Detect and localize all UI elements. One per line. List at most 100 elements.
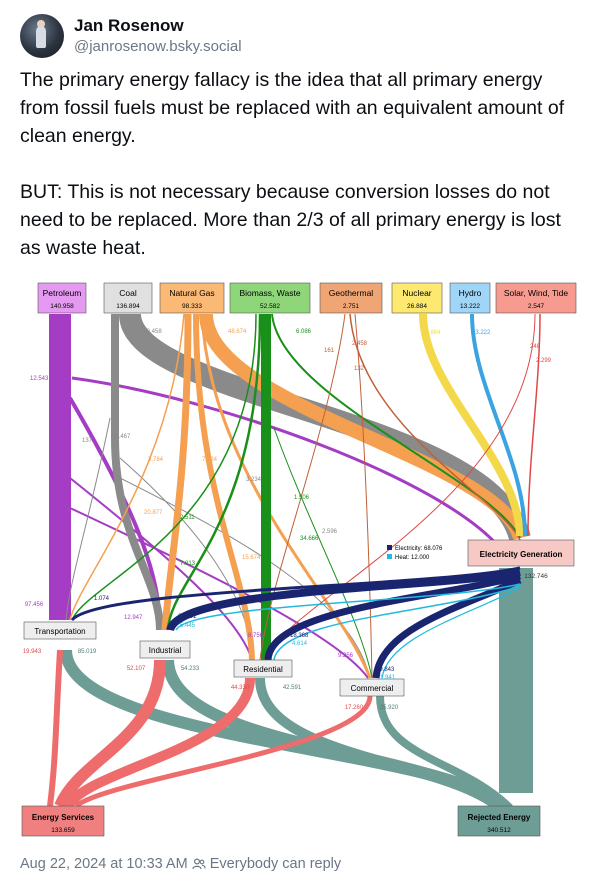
flow-value-label: 15.674 <box>242 555 261 561</box>
flow-coal-commercial <box>119 477 371 679</box>
sankey-diagram: Petroleum 140.958 Coal 136.894 Natural G… <box>21 282 577 837</box>
avatar-figure <box>36 26 46 48</box>
flow-biomass-commercial <box>273 427 373 679</box>
avatar-head <box>37 20 45 28</box>
flow-industrial-services <box>54 659 166 809</box>
node-industrial-label: Industrial <box>149 646 182 655</box>
sankey-image[interactable]: Petroleum 140.958 Coal 136.894 Natural G… <box>20 278 580 843</box>
node-rejected-energy-label: Rejected Energy <box>468 813 531 822</box>
flow-value-label: 12.543 <box>30 376 49 382</box>
flow-coal-industrial <box>111 314 164 631</box>
author-name[interactable]: Jan Rosenow <box>74 16 184 35</box>
source-biomass-label: Biomass, Waste <box>239 288 300 298</box>
flow-value-label: 100.458 <box>140 329 162 335</box>
source-geothermal-value: 2.751 <box>343 303 360 310</box>
node-industrial: Industrial 52.107 54.233 <box>127 640 200 672</box>
flow-value-label: 161 <box>324 348 335 354</box>
source-natural-gas: Natural Gas 98.333 <box>159 282 225 314</box>
source-petroleum-label: Petroleum <box>43 288 82 298</box>
source-natural-gas-label: Natural Gas <box>169 288 214 298</box>
source-solar-value: 2.547 <box>528 303 545 310</box>
flow-value-label: 30.467 <box>112 434 131 440</box>
flow-value-label: 34.666 <box>300 536 319 542</box>
flow-value-label: 12.947 <box>124 615 143 621</box>
flow-geothermal-electricity <box>349 313 521 541</box>
flow-electricity-residential <box>264 572 521 661</box>
post-timestamp[interactable]: Aug 22, 2024 at 10:33 AM <box>20 856 188 872</box>
source-nuclear: Nuclear 26.884 <box>391 282 443 314</box>
source-nuclear-label: Nuclear <box>402 288 431 298</box>
source-hydro: Hydro 13.222 <box>449 282 491 314</box>
source-natural-gas-value: 98.333 <box>182 303 202 310</box>
node-residential: Residential 44.330 42.591 <box>231 659 302 691</box>
flow-value-label: 48.674 <box>228 329 247 335</box>
post-header: Jan Rosenow @janrosenow.bsky.social <box>20 14 580 58</box>
flow-solar-electricity <box>527 313 541 537</box>
node-transportation-in: 97.456 <box>25 602 44 608</box>
flow-value-label: 18.368 <box>290 633 309 639</box>
node-industrial-rejected: 54.233 <box>181 666 200 672</box>
flow-value-label: 28.791 <box>178 614 197 620</box>
node-transportation-label: Transportation <box>34 627 85 636</box>
source-nuclear-value: 26.884 <box>407 303 427 310</box>
node-electricity-generation: Electricity Generation 132.746 <box>467 539 575 580</box>
flow-value-label: 7.924 <box>202 457 218 463</box>
people-icon <box>192 858 206 874</box>
flow-commercial-services <box>74 695 373 809</box>
node-transportation-rejected: 85.019 <box>78 649 97 655</box>
flow-value-label: 20.877 <box>144 510 163 516</box>
flow-value-label: 26.884 <box>422 330 441 336</box>
post-paragraph-2: BUT: This is not necessary because conve… <box>20 181 561 259</box>
node-energy-services-value: 133.659 <box>51 827 75 834</box>
flow-gas-electricity <box>199 313 527 541</box>
legend-electricity: Electricity: 68.076 <box>395 546 443 552</box>
node-commercial-label: Commercial <box>351 684 394 693</box>
source-geothermal: Geothermal 2.751 <box>319 282 383 314</box>
reply-setting[interactable]: Everybody can reply <box>209 856 342 872</box>
flow-electricity-industrial <box>166 568 521 632</box>
legend-heat: Heat: 12.000 <box>395 555 430 561</box>
source-solar-label: Solar, Wind, Tide <box>504 288 569 298</box>
node-commercial: Commercial 17.260 25.920 <box>339 678 405 711</box>
node-transportation-services: 19.943 <box>23 649 42 655</box>
source-coal-value: 136.894 <box>116 303 140 310</box>
source-petroleum-value: 140.958 <box>50 303 74 310</box>
node-residential-rejected: 42.591 <box>283 685 302 691</box>
legend-heat-swatch <box>387 554 392 559</box>
flow-coal-transport <box>65 417 111 621</box>
chart-legend: Electricity: 68.076 Heat: 12.000 <box>387 545 443 561</box>
flow-value-label: 8.756 <box>248 633 264 639</box>
post-text: The primary energy fallacy is the idea t… <box>20 66 576 290</box>
source-hydro-label: Hydro <box>459 288 482 298</box>
flow-petroleum-residential <box>69 477 253 661</box>
node-residential-label: Residential <box>243 665 283 674</box>
flow-value-label: 4.614 <box>292 641 308 647</box>
node-transportation: Transportation 97.456 19.943 85.019 <box>23 602 97 655</box>
flow-value-label: 248 <box>530 344 541 350</box>
flow-geothermal-residential <box>259 313 346 661</box>
source-petroleum: Petroleum 140.958 <box>37 282 87 314</box>
source-coal-label: Coal <box>119 288 137 298</box>
flow-value-label: 2.458 <box>352 341 368 347</box>
flow-biomass-industrial <box>166 313 262 631</box>
source-coal: Coal 136.894 <box>103 282 153 314</box>
node-electricity-out: 132.746 <box>524 573 548 580</box>
flow-petroleum-electricity <box>71 376 502 549</box>
flow-value-label: 1.506 <box>294 495 310 501</box>
flow-gas-transport <box>69 313 185 621</box>
flow-gas-residential <box>193 313 255 661</box>
node-rejected-energy-value: 340.512 <box>487 827 511 834</box>
author-handle[interactable]: @janrosenow.bsky.social <box>74 38 242 55</box>
legend-electricity-swatch <box>387 545 392 550</box>
source-biomass-value: 52.582 <box>260 303 280 310</box>
node-industrial-services: 52.107 <box>127 666 146 672</box>
node-energy-services: Energy Services 133.659 <box>21 805 105 837</box>
flow-value-label: 2.511 <box>180 515 195 521</box>
flow-value-label: 5.445 <box>180 623 196 629</box>
post-footer: Aug 22, 2024 at 10:33 AM Everybody can r… <box>20 856 341 874</box>
flow-biomass-electricity <box>271 313 521 539</box>
avatar[interactable] <box>20 14 64 58</box>
flow-value-label: 2.299 <box>536 358 552 364</box>
flow-value-label: 1.941 <box>380 675 396 681</box>
